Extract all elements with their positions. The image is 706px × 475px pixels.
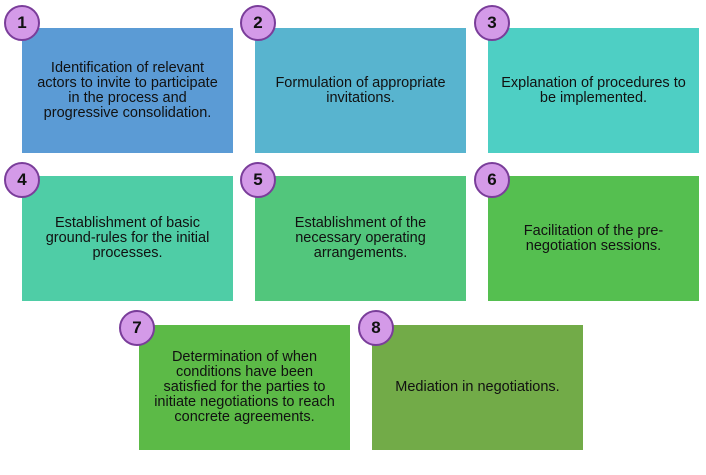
step-number: 4: [17, 170, 27, 189]
step-text: Explanation of procedures to be implemen…: [501, 74, 686, 106]
step-text: Formulation of appropriate invitations.: [275, 74, 446, 106]
step-card-4: Establishment of basic ground-rules for …: [22, 176, 233, 301]
step-number: 7: [132, 318, 142, 337]
step-text: Determination of when conditions have be…: [154, 349, 335, 425]
step-number: 5: [253, 170, 263, 189]
step-card-8: Mediation in negotiations.: [372, 325, 583, 450]
step-text: Facilitation of the pre-negotiation sess…: [523, 222, 664, 254]
step-badge-8: 8: [358, 310, 394, 346]
step-card-2: Formulation of appropriate invitations.: [255, 28, 466, 153]
step-badge-5: 5: [240, 162, 276, 198]
step-number: 1: [17, 13, 27, 32]
step-badge-7: 7: [119, 310, 155, 346]
step-number: 8: [371, 318, 381, 337]
step-card-6: Facilitation of the pre-negotiation sess…: [488, 176, 699, 301]
step-number: 3: [487, 13, 497, 32]
step-number: 6: [487, 170, 497, 189]
step-card-5: Establishment of the necessary operating…: [255, 176, 466, 301]
step-badge-6: 6: [474, 162, 510, 198]
step-number: 2: [253, 13, 263, 32]
step-card-3: Explanation of procedures to be implemen…: [488, 28, 699, 153]
step-text: Establishment of the necessary operating…: [294, 215, 427, 261]
step-card-1: Identification of relevant actors to inv…: [22, 28, 233, 153]
step-badge-3: 3: [474, 5, 510, 41]
step-text: Identification of relevant actors to inv…: [37, 59, 218, 121]
step-badge-1: 1: [4, 5, 40, 41]
step-badge-4: 4: [4, 162, 40, 198]
step-card-7: Determination of when conditions have be…: [139, 325, 350, 450]
step-text: Mediation in negotiations.: [395, 379, 560, 395]
step-badge-2: 2: [240, 5, 276, 41]
step-text: Establishment of basic ground-rules for …: [45, 215, 210, 261]
